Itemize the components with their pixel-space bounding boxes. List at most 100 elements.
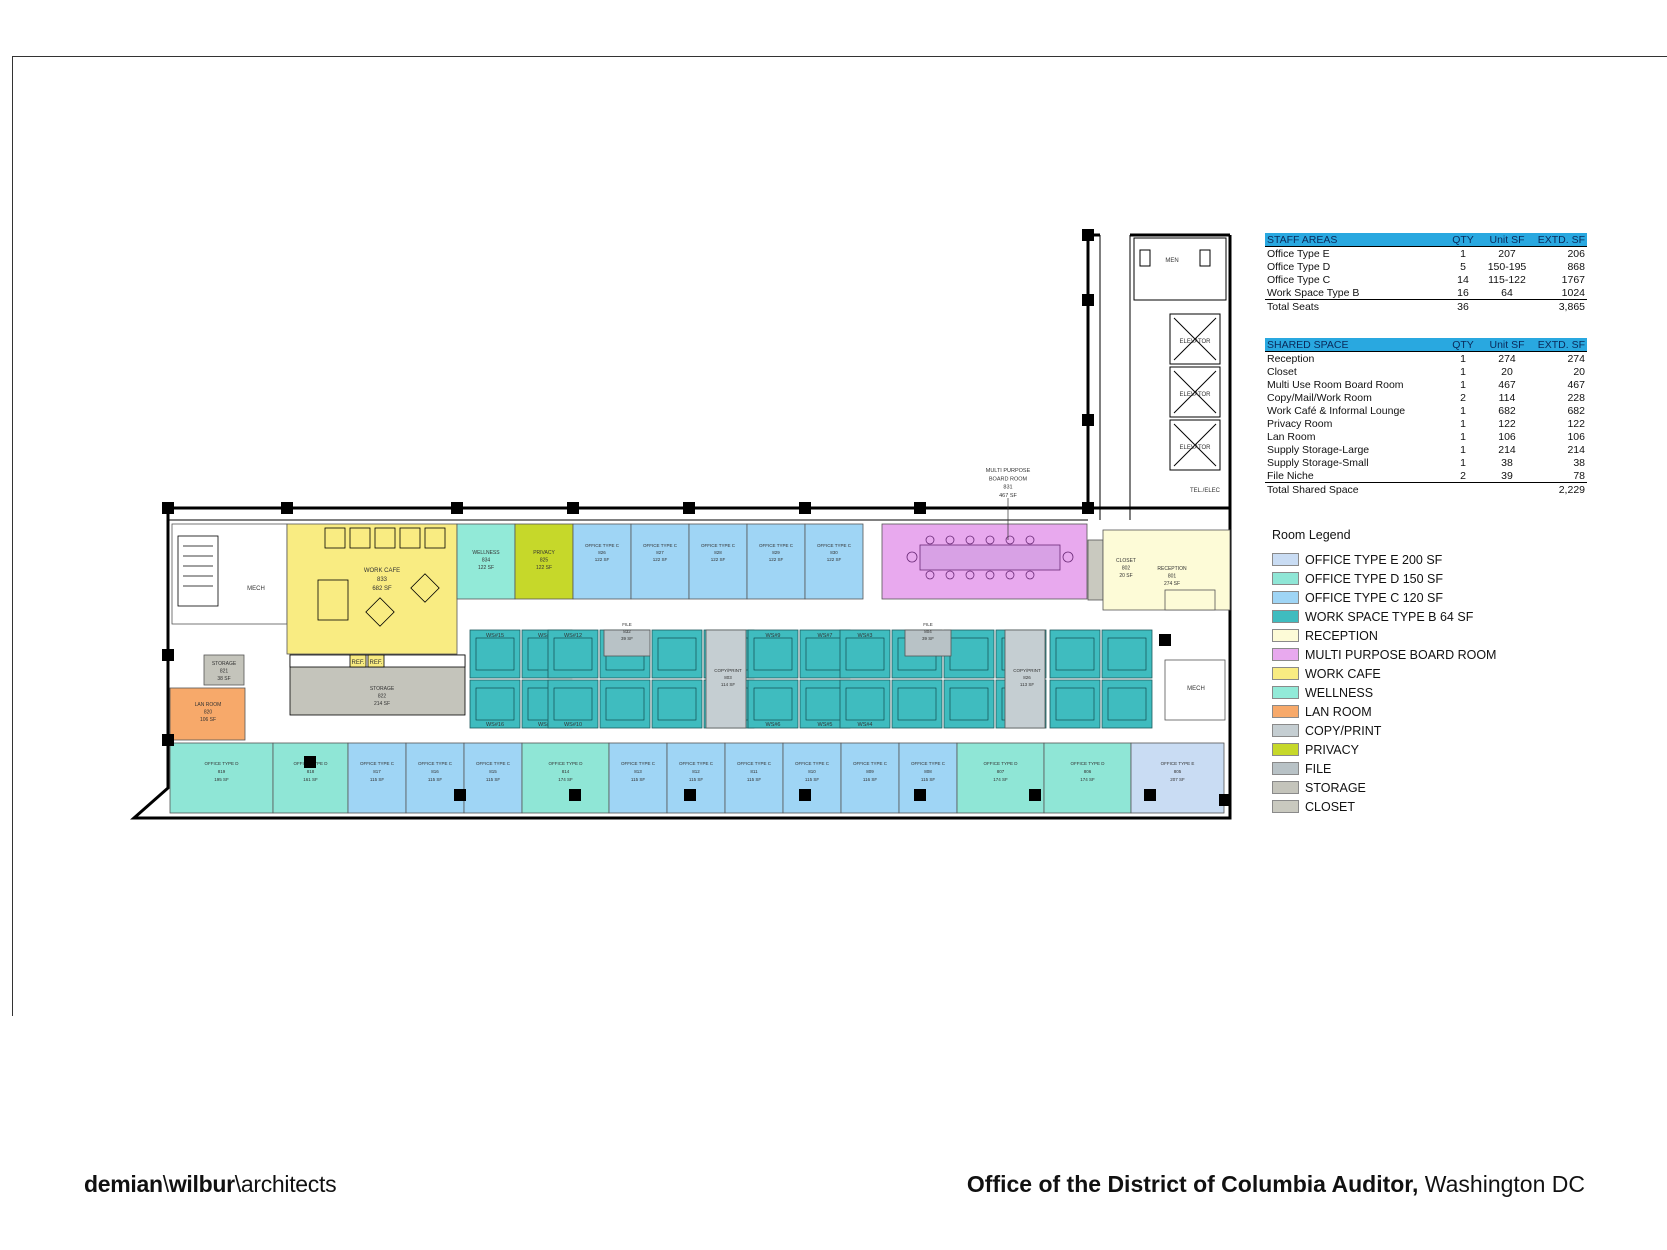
row-name: Office Type C [1267, 273, 1331, 286]
workstation-label: WS#7 [818, 633, 833, 639]
cafe-furniture [289, 527, 466, 716]
label-line: OFFICE TYPE C [418, 761, 453, 766]
label-line: 122 SF [478, 565, 494, 571]
row-extd: 274 [1567, 352, 1585, 365]
label-line: OFFICE TYPE C [795, 761, 830, 766]
label-line: 115 SF [747, 777, 761, 782]
legend-swatch [1272, 553, 1299, 566]
legend-label: OFFICE TYPE E 200 SF [1305, 552, 1443, 567]
legend-swatch [1272, 762, 1299, 775]
row-unit: 214 [1498, 443, 1516, 456]
total-qty: 36 [1457, 300, 1469, 313]
row-extd: 228 [1567, 391, 1585, 404]
label-line: 807 [997, 769, 1005, 774]
workstation-label: WS#9 [766, 633, 781, 639]
label-line: STORAGE [370, 686, 395, 692]
row-qty: 16 [1457, 286, 1469, 299]
label-line: OFFICE TYPE C [679, 761, 714, 766]
staff-header-qty: QTY [1452, 233, 1474, 246]
label-line: 174 SF [993, 777, 1008, 782]
workstation-desk [1107, 687, 1147, 721]
legend-item: PRIVACY [1272, 740, 1496, 759]
workstation-desk [897, 687, 937, 721]
staff-areas-table: STAFF AREAS QTY Unit SF EXTD. SF Office … [1265, 233, 1587, 313]
label-line: 115 SF [486, 777, 500, 782]
north-rooms [171, 523, 1231, 655]
column [567, 502, 579, 514]
mech-label: MECH [247, 586, 265, 592]
label-line: OFFICE TYPE D [984, 761, 1019, 766]
label-line: 817 [373, 769, 381, 774]
workstation-label: WS#12 [564, 633, 582, 639]
label-line: 274 SF [1164, 581, 1180, 587]
legend-item: OFFICE TYPE C 120 SF [1272, 588, 1496, 607]
shared-table-header: SHARED SPACE QTY Unit SF EXTD. SF [1265, 338, 1587, 352]
label-line: 803 [724, 675, 732, 680]
label-line: 682 SF [372, 586, 392, 592]
label-line: OFFICE TYPE D [1071, 761, 1106, 766]
label-line: 114 SF [721, 682, 735, 687]
workstation-label: WS#4 [858, 722, 873, 728]
label-line: OFFICE TYPE C [621, 761, 656, 766]
row-unit: 114 [1498, 391, 1516, 404]
office-room [169, 742, 274, 814]
column [1082, 414, 1094, 426]
legend-item: WORK CAFE [1272, 664, 1496, 683]
workstation-label: WS#14 [538, 722, 556, 728]
label-line: OFFICE TYPE E [1161, 761, 1195, 766]
column [162, 734, 174, 746]
label-line: 122 SF [595, 557, 610, 562]
row-name: Reception [1267, 352, 1315, 365]
shared-header-unit: Unit SF [1489, 338, 1525, 351]
firm-sep-1: \ [162, 1171, 169, 1197]
column [1144, 789, 1156, 801]
label-line: 833 [377, 577, 388, 583]
row-extd: 1024 [1561, 286, 1585, 299]
row-name: Privacy Room [1267, 417, 1333, 430]
firm-sep-2: \ [234, 1171, 241, 1197]
project-name: Office of the District of Columbia Audit… [966, 1171, 1419, 1197]
workstation [599, 679, 651, 729]
staff-header-extd: EXTD. SF [1537, 233, 1585, 246]
label-line: 20 SF [1119, 573, 1132, 579]
label-line: MULTI PURPOSE [986, 468, 1031, 474]
row-unit: 150-195 [1487, 260, 1527, 273]
legend-swatch [1272, 743, 1299, 756]
label-line: OFFICE TYPE C [701, 543, 736, 548]
row-qty: 2 [1460, 391, 1466, 404]
workstation-desk [1055, 637, 1095, 671]
workstation [1101, 679, 1153, 729]
label-line: 39 SF [922, 636, 934, 641]
legend-swatch [1272, 610, 1299, 623]
label-line: 122 SF [536, 565, 552, 571]
workstation-desk [553, 637, 593, 671]
workstation-label: WS#5 [818, 722, 833, 728]
row-unit: 467 [1498, 378, 1516, 391]
legend-item: MULTI PURPOSE BOARD ROOM [1272, 645, 1496, 664]
workstation-desk [553, 687, 593, 721]
row-name: Copy/Mail/Work Room [1267, 391, 1372, 404]
row-extd: 1767 [1561, 273, 1585, 286]
label-line: WELLNESS [472, 550, 500, 556]
row-qty: 5 [1460, 260, 1466, 273]
elevator-label-3: ELEVATOR [1179, 445, 1211, 451]
row-unit: 39 [1501, 469, 1513, 482]
tel-elec-label: TEL./ELEC [1190, 488, 1221, 494]
label-line: 811 [750, 769, 758, 774]
label-line: 115 SF [689, 777, 703, 782]
office-room [463, 742, 523, 814]
